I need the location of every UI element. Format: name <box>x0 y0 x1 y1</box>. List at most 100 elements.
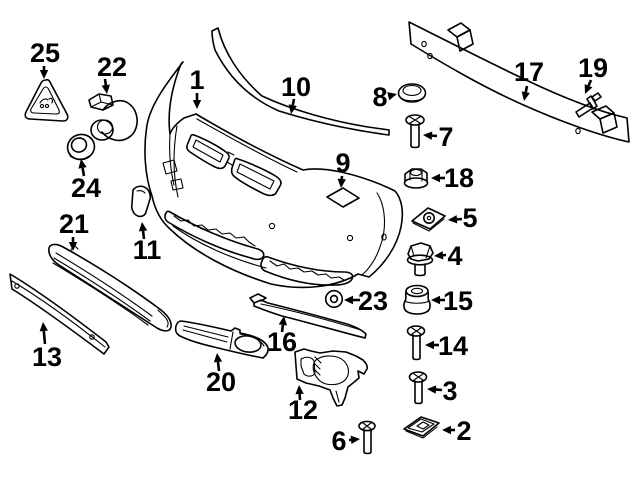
callout-arrow-24 <box>81 167 86 177</box>
callout-1: 1 <box>189 65 205 109</box>
callout-number-25-warning-emblem[interactable]: 25 <box>30 38 60 68</box>
part-11-cover-flap-drawing <box>130 185 152 218</box>
callout-number-2-clip-nut-flat[interactable]: 2 <box>456 416 471 446</box>
callout-24: 24 <box>71 159 101 203</box>
part-14-screw-long-drawing <box>406 325 426 361</box>
callout-arrow-17 <box>524 85 529 93</box>
part-12-side-bracket-drawing <box>294 348 369 407</box>
callout-arrowhead-9 <box>337 178 346 188</box>
callout-arrowhead-5 <box>448 215 458 224</box>
part-7-countersunk-screw-drawing <box>405 114 425 149</box>
callout-number-19-stud-bolt[interactable]: 19 <box>578 53 608 83</box>
part-16-lower-trim-strip-drawing <box>249 293 367 339</box>
callout-arrowhead-24 <box>78 159 87 169</box>
callout-19: 19 <box>578 53 608 94</box>
callout-23: 23 <box>344 286 388 316</box>
callout-number-3-screw-short[interactable]: 3 <box>442 376 457 406</box>
part-20-fog-light-grille-drawing <box>174 320 269 359</box>
callout-arrowhead-11 <box>138 222 148 232</box>
callout-10: 10 <box>281 72 311 114</box>
callout-8: 8 <box>372 82 397 112</box>
callout-number-23-washer[interactable]: 23 <box>358 286 388 316</box>
callout-7: 7 <box>423 122 454 152</box>
callout-arrowhead-20 <box>213 353 223 363</box>
part-6-screw-drawing <box>358 420 376 455</box>
part-23-washer-drawing <box>324 289 344 309</box>
callout-number-16-lower-trim-strip[interactable]: 16 <box>267 327 297 357</box>
callout-arrowhead-25 <box>39 70 49 79</box>
callout-arrowhead-8 <box>387 92 397 101</box>
callout-number-22-park-distance-sensor[interactable]: 22 <box>97 52 127 82</box>
callout-arrowhead-17 <box>521 91 530 101</box>
callout-number-1-front-bumper-cover[interactable]: 1 <box>189 65 204 95</box>
callout-arrowhead-21 <box>68 242 78 251</box>
callout-15: 15 <box>431 286 473 316</box>
callout-20: 20 <box>206 353 236 397</box>
callout-3: 3 <box>427 376 458 406</box>
callout-arrowhead-12 <box>295 385 304 395</box>
callout-6: 6 <box>331 426 360 456</box>
callout-9: 9 <box>335 148 351 188</box>
callout-number-21-center-grille[interactable]: 21 <box>59 209 89 239</box>
callout-number-11-cover-flap[interactable]: 11 <box>133 235 162 265</box>
part-2-clip-nut-flat-drawing <box>403 416 440 439</box>
callout-number-20-fog-light-grille[interactable]: 20 <box>206 367 236 397</box>
callout-arrowhead-6 <box>350 435 360 444</box>
callout-12: 12 <box>288 385 318 425</box>
callout-arrowhead-14 <box>425 340 434 350</box>
callout-arrowhead-15 <box>431 295 440 305</box>
callout-arrow-20 <box>216 361 221 372</box>
callout-arrowhead-23 <box>344 295 353 305</box>
part-3-screw-short-drawing <box>408 371 428 405</box>
callout-arrowhead-7 <box>423 131 433 140</box>
callout-11: 11 <box>133 222 162 265</box>
part-13-license-plate-filler-drawing <box>9 273 110 355</box>
callout-2: 2 <box>442 416 472 446</box>
callout-number-15-rubber-buffer[interactable]: 15 <box>443 286 473 316</box>
part-17-bumper-reinforcement-drawing <box>408 21 630 143</box>
callout-arrowhead-1 <box>192 100 202 109</box>
part-10-upper-trim-strip-drawing <box>211 27 390 136</box>
callout-number-10-upper-trim-strip[interactable]: 10 <box>281 72 311 102</box>
callout-number-14-screw-long[interactable]: 14 <box>438 331 468 361</box>
part-19-stud-bolt-drawing <box>575 92 602 118</box>
callout-number-13-license-plate-filler[interactable]: 13 <box>32 342 62 372</box>
callout-number-5-clip-nut-angled[interactable]: 5 <box>462 203 477 233</box>
callout-number-9-adhesive-pad[interactable]: 9 <box>335 148 350 178</box>
callout-number-8-cover-cap[interactable]: 8 <box>372 82 387 112</box>
callout-arrowhead-19 <box>584 84 593 94</box>
callout-arrowhead-16 <box>278 316 288 326</box>
part-25-warning-emblem-drawing <box>24 78 69 122</box>
callout-arrow-16 <box>280 324 285 333</box>
callout-18: 18 <box>431 163 474 193</box>
callout-14: 14 <box>425 331 468 361</box>
part-4-hex-flange-bolt-drawing <box>406 242 434 277</box>
callout-number-24-sensor-mount-ring[interactable]: 24 <box>71 173 101 203</box>
callout-21: 21 <box>59 209 89 251</box>
part-1-front-bumper-cover-drawing <box>144 61 404 289</box>
callout-arrowhead-18 <box>431 173 440 183</box>
callout-arrowhead-2 <box>442 425 451 435</box>
callout-arrow-10 <box>291 98 296 106</box>
part-18-flange-nut-drawing <box>403 168 429 189</box>
callout-17: 17 <box>514 57 544 101</box>
callout-number-4-hex-flange-bolt[interactable]: 4 <box>447 241 462 271</box>
part-9-adhesive-pad-drawing <box>326 187 360 208</box>
part-15-rubber-buffer-drawing <box>403 284 431 315</box>
part-22-park-distance-sensor-drawing <box>88 93 138 142</box>
callout-number-18-flange-nut[interactable]: 18 <box>444 163 474 193</box>
callout-number-12-side-bracket[interactable]: 12 <box>288 395 318 425</box>
part-5-clip-nut-angled-drawing <box>411 207 446 232</box>
callout-arrow-19 <box>587 79 593 87</box>
callout-number-7-countersunk-screw[interactable]: 7 <box>438 122 453 152</box>
callout-22: 22 <box>97 52 127 94</box>
callout-arrow-13 <box>42 330 47 345</box>
callout-arrowhead-3 <box>427 385 437 394</box>
callout-number-6-screw[interactable]: 6 <box>331 426 346 456</box>
callout-arrow-22 <box>103 78 108 86</box>
callout-arrowhead-4 <box>434 251 444 260</box>
callout-number-17-bumper-reinforcement[interactable]: 17 <box>514 57 544 87</box>
